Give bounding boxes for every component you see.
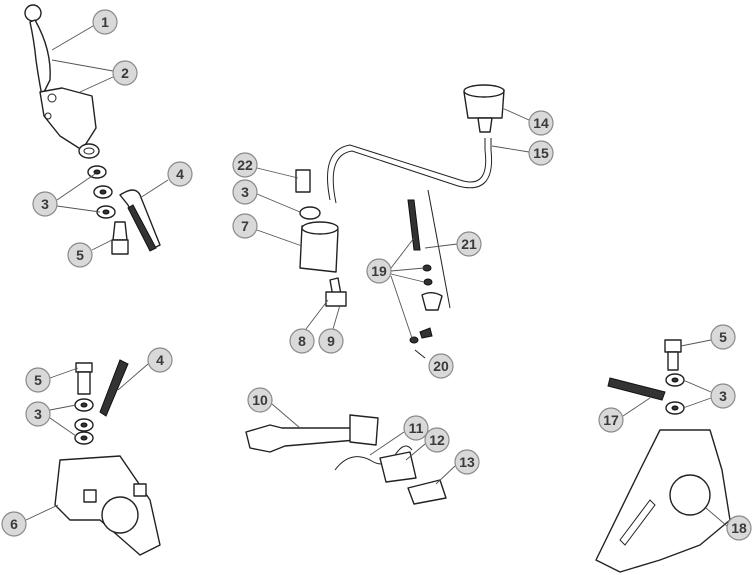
callout-5: 5 xyxy=(25,367,51,393)
callout-5: 5 xyxy=(710,324,736,350)
svg-text:4: 4 xyxy=(156,352,164,368)
callout-5: 5 xyxy=(67,242,93,268)
callout-10: 10 xyxy=(247,387,273,413)
callout-12: 12 xyxy=(424,427,450,453)
svg-text:3: 3 xyxy=(34,406,42,422)
svg-text:8: 8 xyxy=(298,333,306,349)
svg-text:5: 5 xyxy=(34,372,42,388)
callout-4: 4 xyxy=(167,161,193,187)
callout-11: 11 xyxy=(403,415,429,441)
callout-3: 3 xyxy=(710,383,736,409)
rear-caliper xyxy=(595,339,731,573)
svg-text:17: 17 xyxy=(603,412,619,428)
washers-banjo-top-left xyxy=(87,165,161,255)
svg-text:3: 3 xyxy=(241,184,249,200)
leader-lines xyxy=(25,25,728,527)
callout-14: 14 xyxy=(528,110,554,136)
callout-7: 7 xyxy=(232,213,258,239)
svg-text:9: 9 xyxy=(327,333,335,349)
svg-text:13: 13 xyxy=(459,454,475,470)
brake-lever xyxy=(24,4,100,159)
svg-text:1: 1 xyxy=(101,14,109,30)
svg-text:5: 5 xyxy=(76,247,84,263)
svg-text:3: 3 xyxy=(41,196,49,212)
svg-text:4: 4 xyxy=(176,166,184,182)
callout-4: 4 xyxy=(147,347,173,373)
callout-3: 3 xyxy=(32,191,58,217)
callout-3: 3 xyxy=(25,401,51,427)
callout-8: 8 xyxy=(289,328,315,354)
callout-20: 20 xyxy=(428,353,454,379)
callout-21: 21 xyxy=(456,231,482,257)
rear-master-cylinder xyxy=(295,84,505,307)
svg-text:7: 7 xyxy=(241,218,249,234)
callout-22: 22 xyxy=(232,152,258,178)
svg-text:10: 10 xyxy=(252,392,268,408)
callout-3: 3 xyxy=(232,179,258,205)
callout-18: 18 xyxy=(726,515,752,541)
callout-9: 9 xyxy=(318,328,344,354)
svg-text:15: 15 xyxy=(533,145,549,161)
svg-text:12: 12 xyxy=(429,432,445,448)
callout-15: 15 xyxy=(528,140,554,166)
callout-19: 19 xyxy=(366,258,392,284)
svg-text:14: 14 xyxy=(533,115,549,131)
callout-2: 2 xyxy=(112,60,138,86)
bleeder-kit xyxy=(407,189,451,359)
svg-text:19: 19 xyxy=(371,263,387,279)
callout-1: 1 xyxy=(92,9,118,35)
svg-text:21: 21 xyxy=(461,236,477,252)
svg-text:3: 3 xyxy=(719,388,727,404)
svg-text:11: 11 xyxy=(409,420,424,436)
callout-13: 13 xyxy=(454,449,480,475)
svg-text:20: 20 xyxy=(433,358,449,374)
svg-text:22: 22 xyxy=(237,157,253,173)
svg-text:6: 6 xyxy=(10,516,18,532)
callout-6: 6 xyxy=(1,511,27,537)
callout-17: 17 xyxy=(598,407,624,433)
svg-text:5: 5 xyxy=(719,329,727,345)
svg-text:2: 2 xyxy=(121,65,129,81)
front-caliper xyxy=(54,359,161,556)
svg-text:18: 18 xyxy=(731,520,747,536)
